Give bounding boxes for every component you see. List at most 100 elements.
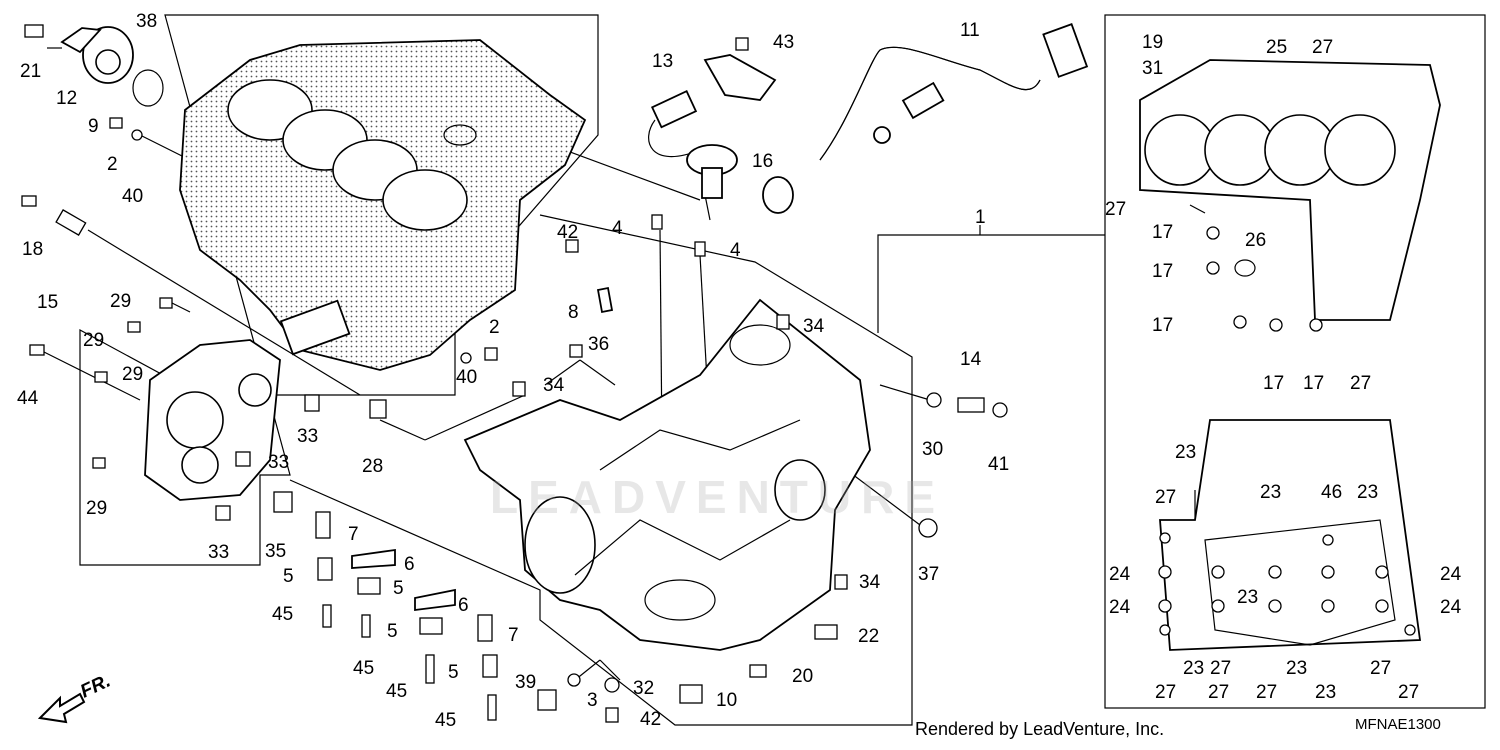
callout: 13 (652, 51, 673, 72)
crankcase-assy-bracket (877, 234, 1105, 333)
callout: 9 (88, 116, 99, 137)
callout: 27 (1350, 373, 1371, 394)
callout: 45 (353, 658, 374, 679)
callout: 44 (17, 388, 39, 409)
callout: 3 (587, 690, 598, 711)
callout: 40 (122, 186, 143, 207)
callout: 1 (975, 207, 986, 228)
callout: 10 (716, 690, 737, 711)
callout: 45 (272, 604, 293, 625)
callout: 6 (458, 595, 469, 616)
callout: 17 (1152, 261, 1173, 282)
callout: 27 (1210, 658, 1231, 679)
callout: 29 (122, 364, 143, 385)
callout: 32 (633, 678, 654, 699)
watermark: LEADVENTURE (490, 471, 946, 523)
callout: 29 (86, 498, 107, 519)
callout: 22 (858, 626, 879, 647)
callout: 5 (387, 621, 398, 642)
callout: 34 (859, 572, 881, 593)
callout: 23 (1260, 482, 1281, 503)
crankcase-detail-frame (1104, 14, 1486, 709)
callout: 33 (297, 426, 318, 447)
callout: 28 (362, 456, 383, 477)
callout: 17 (1303, 373, 1324, 394)
callout: 21 (20, 61, 41, 82)
crankcase-bottom-view (1158, 419, 1422, 651)
callout: 27 (1312, 37, 1333, 58)
callout: 6 (404, 554, 415, 575)
callout: 23 (1237, 587, 1258, 608)
callout: 39 (515, 672, 536, 693)
callout: 41 (988, 454, 1009, 475)
callout: 17 (1263, 373, 1284, 394)
callout: 23 (1183, 658, 1204, 679)
callout: 27 (1398, 682, 1419, 703)
callout: 16 (752, 151, 773, 172)
lower-crankcase-frame (289, 214, 913, 726)
callout: 35 (265, 541, 286, 562)
callout: 2 (489, 317, 500, 338)
callout: 4 (612, 218, 623, 239)
callout: 27 (1105, 199, 1126, 220)
callout: 23 (1286, 658, 1307, 679)
callout: 33 (268, 452, 289, 473)
callout: 24 (1109, 597, 1131, 618)
footer-credit: Rendered by LeadVenture, Inc. (915, 719, 1165, 739)
callout: 34 (543, 375, 565, 396)
callout: 12 (56, 88, 77, 109)
callout: 25 (1266, 37, 1287, 58)
callout: 24 (1109, 564, 1131, 585)
callout: 40 (456, 367, 477, 388)
callout: 7 (348, 524, 359, 545)
small-fasteners (21, 37, 1008, 723)
callout: 23 (1357, 482, 1378, 503)
callout: 27 (1208, 682, 1229, 703)
callout: 45 (435, 710, 456, 731)
callout: 29 (110, 291, 131, 312)
callout: 14 (960, 349, 982, 370)
callout: 4 (730, 240, 741, 261)
sensor-harness (648, 23, 1089, 214)
upper-crankcase (179, 39, 587, 371)
lower-crankcase (463, 298, 871, 651)
callout: 7 (508, 625, 519, 646)
callout: 43 (773, 32, 794, 53)
callout: 20 (792, 666, 813, 687)
front-direction-arrow: FR. (37, 671, 114, 724)
callout: 18 (22, 239, 43, 260)
callout: 42 (557, 222, 578, 243)
callout: 29 (83, 330, 104, 351)
callout: 11 (960, 20, 980, 41)
callout: 23 (1315, 682, 1336, 703)
diagram-code: MFNAE1300 (1355, 716, 1441, 733)
callout: 24 (1440, 597, 1462, 618)
callout: 5 (393, 578, 404, 599)
callout: 19 (1142, 32, 1163, 53)
crankcase-top-view (1139, 59, 1441, 332)
callout: 5 (448, 662, 459, 683)
callout: 17 (1152, 222, 1173, 243)
oil-pump-cover (24, 24, 164, 107)
callout: 27 (1155, 487, 1176, 508)
callout: 30 (922, 439, 943, 460)
callout: 37 (918, 564, 939, 585)
bracket-set (315, 511, 498, 721)
callout: 33 (208, 542, 229, 563)
callout: 15 (37, 292, 58, 313)
callout: 27 (1155, 682, 1176, 703)
callout: 5 (283, 566, 294, 587)
callout: 24 (1440, 564, 1462, 585)
callout: 42 (640, 709, 661, 730)
callout-numbers: 1 2 2 3 4 4 5 5 5 5 6 6 7 7 8 9 10 11 12… (17, 11, 1462, 731)
upper-crankcase-frame (79, 14, 599, 566)
callout: 27 (1256, 682, 1277, 703)
callout: 27 (1370, 658, 1391, 679)
callout: 34 (803, 316, 825, 337)
callout: 36 (588, 334, 609, 355)
callout: 8 (568, 302, 579, 323)
callout: 31 (1142, 58, 1163, 79)
callout: 2 (107, 154, 118, 175)
callout: 46 (1321, 482, 1342, 503)
